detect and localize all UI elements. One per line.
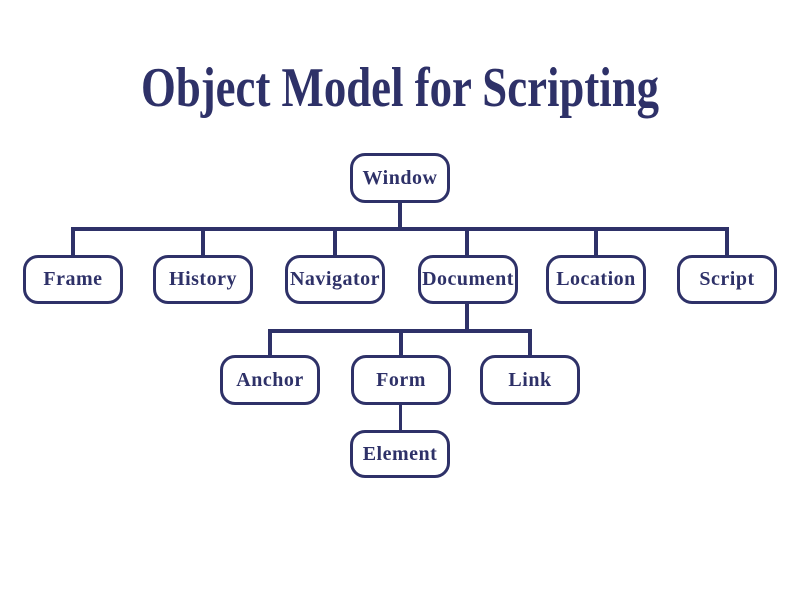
connector-window-stem [398, 202, 402, 231]
node-script: Script [677, 255, 777, 304]
connector-drop-history [201, 227, 205, 257]
connector-drop-form [399, 329, 403, 357]
node-form: Form [351, 355, 451, 405]
connector-drop-link [528, 329, 532, 357]
node-link: Link [480, 355, 580, 405]
connector-drop-frame [71, 227, 75, 257]
connector-document-stem [465, 302, 469, 331]
node-frame-label: Frame [43, 268, 103, 290]
node-location: Location [546, 255, 646, 304]
connector-drop-document [465, 227, 469, 257]
connector-drop-anchor [268, 329, 272, 357]
connector-drop-navigator [333, 227, 337, 257]
node-window: Window [350, 153, 450, 203]
node-form-label: Form [376, 368, 426, 391]
node-history-label: History [169, 268, 237, 290]
connector-drop-script [725, 227, 729, 257]
connector-form-stem [398, 403, 403, 432]
node-location-label: Location [556, 268, 636, 290]
node-element-label: Element [362, 442, 438, 465]
node-frame: Frame [23, 255, 123, 304]
node-window-label: Window [362, 166, 438, 189]
node-anchor: Anchor [220, 355, 320, 405]
node-link-label: Link [508, 368, 552, 391]
connector-level1-bus [71, 227, 729, 231]
node-anchor-label: Anchor [236, 368, 304, 391]
node-script-label: Script [699, 268, 755, 290]
node-history: History [153, 255, 253, 304]
node-document-label: Document [422, 268, 514, 290]
node-element: Element [350, 430, 450, 478]
connector-drop-location [594, 227, 598, 257]
node-document: Document [418, 255, 518, 304]
node-navigator-label: Navigator [289, 268, 381, 290]
node-navigator: Navigator [285, 255, 385, 304]
diagram-title: Object Model for Scripting [140, 57, 660, 119]
